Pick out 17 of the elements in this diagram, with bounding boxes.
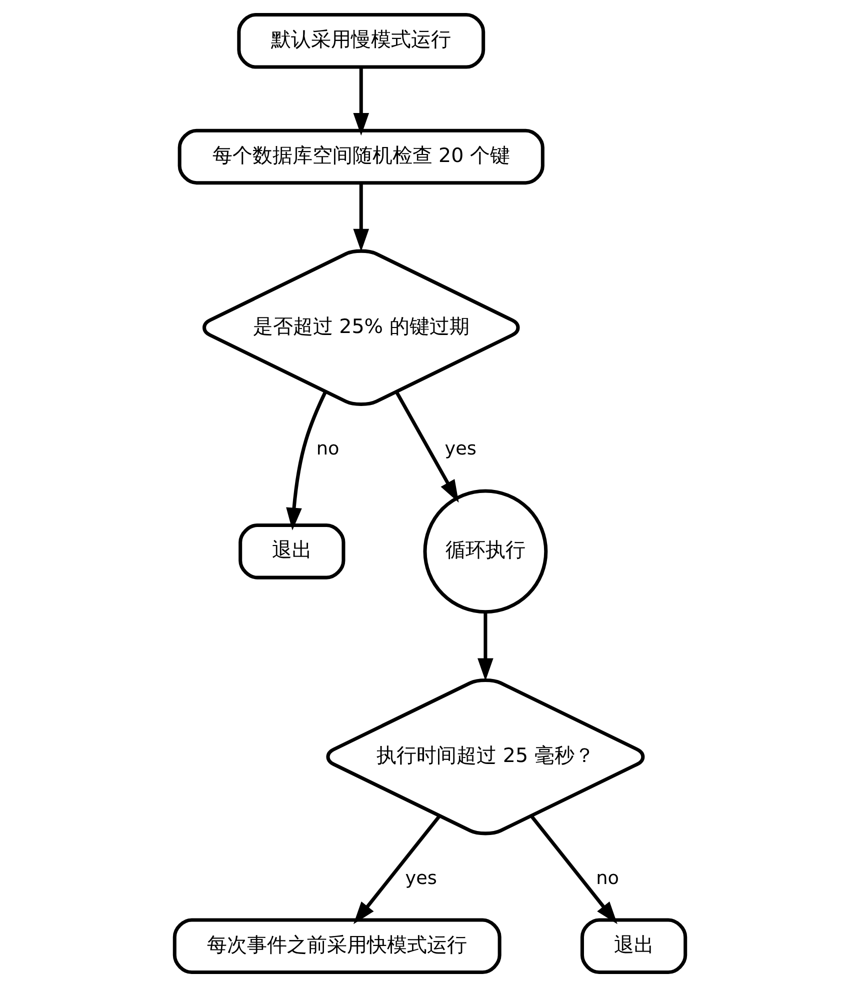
edge-label: yes	[405, 867, 437, 888]
arrow	[286, 390, 327, 530]
edge-label: no	[596, 867, 619, 888]
arrow	[394, 390, 459, 502]
arrow	[530, 814, 618, 924]
arrow	[353, 66, 370, 136]
node-box: 退出	[580, 918, 688, 974]
edge-label: no	[316, 438, 340, 460]
node-box: 每个数据库空间随机检查 20 个键	[178, 128, 544, 184]
arrow	[353, 182, 370, 252]
arrow	[353, 814, 441, 924]
node-box: 退出	[238, 523, 346, 579]
node-box: 默认采用慢模式运行	[237, 12, 486, 68]
arrow	[478, 612, 494, 680]
node-box: 每次事件之前采用快模式运行	[172, 918, 502, 974]
node-circle: 循环执行	[423, 488, 548, 614]
edge-label: yes	[444, 438, 476, 460]
